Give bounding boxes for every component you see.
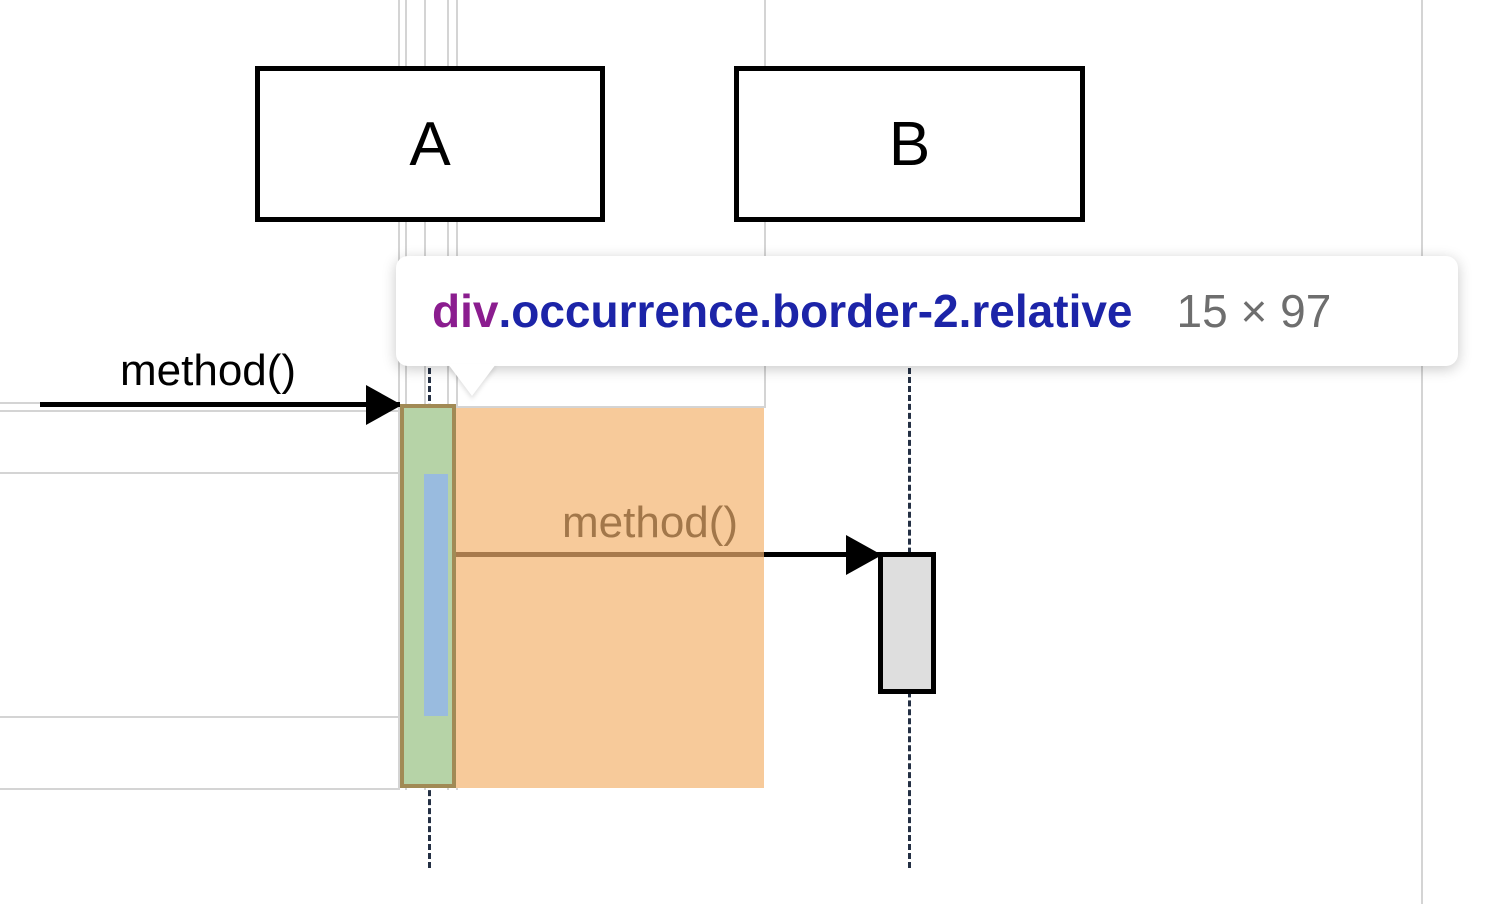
tooltip-classes: .occurrence.border-2.relative	[498, 285, 1133, 337]
guide-line-horizontal	[0, 410, 400, 412]
message-label: method()	[562, 498, 739, 547]
arrowhead-icon	[846, 535, 882, 575]
arrowhead-icon	[366, 385, 402, 425]
message-arrow-incoming[interactable]	[40, 402, 400, 407]
occurrence-b[interactable]	[878, 552, 936, 694]
participant-a[interactable]: A	[255, 66, 605, 222]
participant-b[interactable]: B	[734, 66, 1085, 222]
guide-line-horizontal	[0, 472, 426, 474]
guide-line-horizontal	[456, 406, 766, 408]
guide-line-vertical	[1421, 0, 1423, 904]
content-highlight	[424, 474, 448, 716]
message-line-tinted	[456, 552, 764, 557]
padding-highlight	[456, 408, 764, 788]
guide-line-horizontal	[0, 788, 400, 790]
guide-line-vertical	[424, 0, 426, 790]
participant-label: A	[409, 109, 451, 179]
message-line[interactable]	[764, 552, 882, 557]
participant-label: B	[888, 109, 931, 179]
message-label: method()	[120, 346, 297, 395]
tooltip-dimensions: 15 × 97	[1176, 285, 1332, 337]
tooltip-tag: div	[432, 285, 499, 337]
guide-line-vertical	[405, 0, 407, 790]
tooltip-pointer	[448, 364, 496, 396]
element-inspector-tooltip: div.occurrence.border-2.relative 15 × 97	[396, 256, 1458, 366]
guide-line-horizontal	[0, 716, 426, 718]
